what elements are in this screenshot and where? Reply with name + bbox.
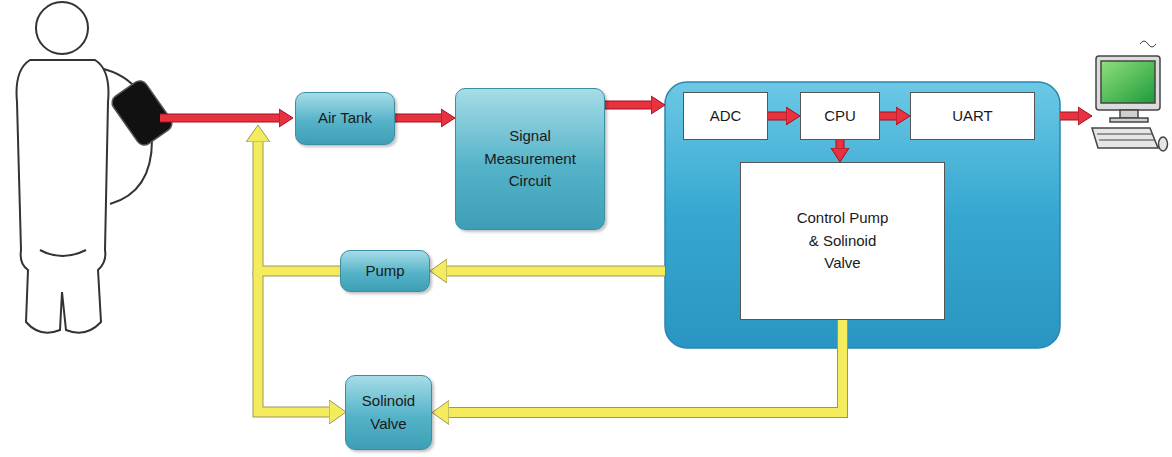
flow-arrow <box>880 116 896 117</box>
arrow-outline <box>605 101 651 110</box>
uart-box: UART <box>910 92 1035 140</box>
cpu-box: CPU <box>800 92 880 140</box>
arrow-outline <box>880 112 896 121</box>
box-label: Solinoid Valve <box>353 390 425 435</box>
arrow-outline <box>447 266 665 277</box>
box-label: Pump <box>365 260 404 283</box>
controller-panel-shape <box>665 82 1060 348</box>
air-tank-box: Air Tank <box>295 92 395 145</box>
flow-arrow <box>840 140 841 148</box>
arrow-shaft <box>605 102 651 109</box>
adc-box: ADC <box>683 92 768 140</box>
box-label: Control Pump & Solinoid Valve <box>791 207 895 275</box>
flow-arrow <box>449 320 843 413</box>
controller-panel-shape <box>665 82 1060 348</box>
arrow-shaft <box>449 320 843 413</box>
computer-icon <box>1092 41 1168 151</box>
signal-circuit-box: Signal Measurement Circuit <box>455 88 605 230</box>
controller-panel: ADC CPU UART Control Pump & Solinoid Valve <box>665 82 1060 348</box>
arrow-shaft <box>880 113 896 120</box>
arrow-outline <box>395 114 441 123</box>
person-figure <box>17 2 152 333</box>
arrow-outline <box>836 140 845 148</box>
arrow-shaft <box>837 140 844 148</box>
box-label: Signal Measurement Circuit <box>478 125 582 193</box>
arrow-outline <box>768 112 786 121</box>
flow-arrow <box>605 105 651 106</box>
flow-arrow <box>768 116 786 117</box>
flow-arrow <box>447 271 665 272</box>
flow-arrow <box>395 118 441 119</box>
box-label: CPU <box>824 105 856 128</box>
arrow-shaft <box>395 115 441 122</box>
box-label: Air Tank <box>318 107 372 130</box>
pump-box: Pump <box>340 250 430 292</box>
pressure-cuff <box>109 78 175 148</box>
control-box: Control Pump & Solinoid Valve <box>740 162 945 320</box>
arrow-shaft <box>768 113 786 120</box>
valve-box: Solinoid Valve <box>345 375 432 450</box>
box-label: ADC <box>710 105 742 128</box>
box-label: UART <box>952 105 993 128</box>
air-line <box>258 142 340 412</box>
air-pipe-arrow <box>160 118 279 119</box>
arrow-outline <box>449 320 843 413</box>
arrow-shaft <box>447 267 665 276</box>
serial-link-arrow <box>1060 116 1078 117</box>
